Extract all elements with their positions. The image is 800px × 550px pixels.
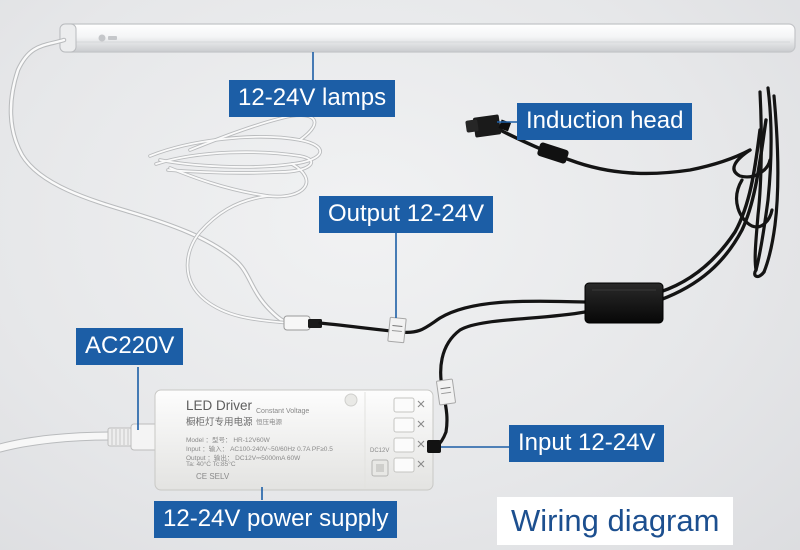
label-lamps: 12-24V lamps xyxy=(229,80,396,117)
label-ac: AC220V xyxy=(76,328,184,365)
driver-spec-model: Model ：型号： HR-12V60W xyxy=(186,437,270,444)
driver-dc-label: DC12V xyxy=(370,448,390,454)
label-output: Output 12-24V xyxy=(319,196,494,233)
input-plug xyxy=(427,440,441,453)
inline-connector xyxy=(537,142,569,164)
led-lamp-bar xyxy=(59,23,796,53)
ac-mains-cable xyxy=(0,423,162,453)
lamp-switch-icon xyxy=(98,34,117,42)
clip-terminals xyxy=(393,397,415,473)
sensor-controller xyxy=(584,282,664,324)
black-cables xyxy=(318,86,780,449)
output-port xyxy=(371,459,389,477)
driver-title: LED Driver xyxy=(186,398,253,413)
driver-spec-output: Output ：输出： DC12V⎓5000mA 60W xyxy=(186,455,301,462)
driver-subtitle-cn: 橱柜灯专用电源 xyxy=(186,417,253,428)
label-input: Input 12-24V xyxy=(509,425,665,462)
driver-spec-input: Input ：输入： AC100-240V~50/60Hz 0.7A PF≥0.… xyxy=(186,446,333,453)
diagram-caption: Wiring diagram xyxy=(497,497,734,545)
indicator-led-icon xyxy=(344,393,358,407)
driver-sub-small-cn: 恒压电源 xyxy=(256,419,282,426)
label-power-supply: 12-24V power supply xyxy=(154,501,398,538)
callout-lines xyxy=(137,52,517,500)
driver-sub-small: Constant Voltage xyxy=(256,408,310,415)
induction-head-sensor xyxy=(465,114,512,138)
driver-cert: CE SELV xyxy=(196,472,230,481)
driver-spec-ta: Ta: 40°C Tc:85°C xyxy=(186,461,236,468)
x-mark-icons xyxy=(417,400,425,468)
lamp-connector xyxy=(283,315,322,331)
cable-tag-output xyxy=(387,316,407,344)
white-lamp-cable xyxy=(8,37,323,326)
label-induction-head: Induction head xyxy=(517,103,693,140)
cable-tag-input xyxy=(436,378,456,406)
